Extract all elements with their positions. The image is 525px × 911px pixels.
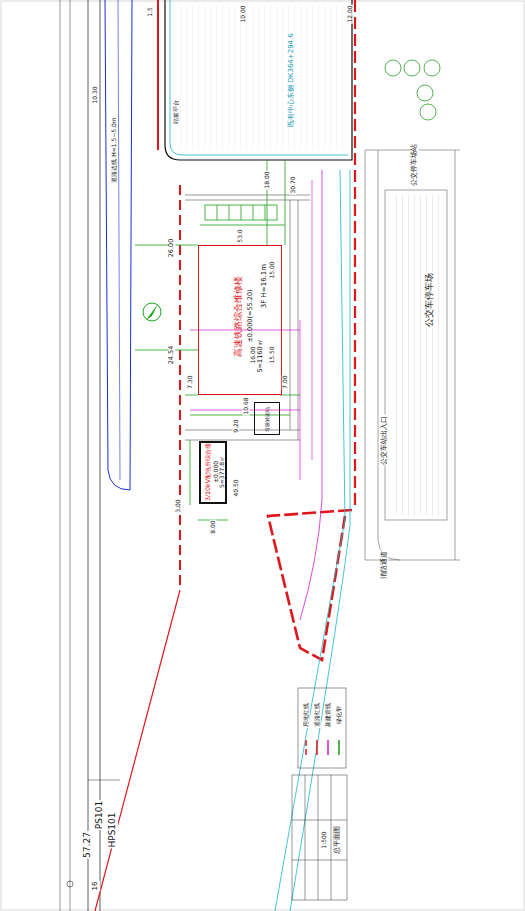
plan-label: 公交车停车场 <box>425 272 435 328</box>
plan-label: 40.50 <box>233 478 240 497</box>
plan-label: 12.00 <box>347 4 354 23</box>
plan-label: 道路边线 H=1.5~5.0m <box>111 116 118 183</box>
building-label: ±0.000(=55.20) <box>247 288 254 343</box>
plan-label: 1:500 <box>321 830 328 849</box>
plan-label: 公交车站出入口 <box>381 415 388 466</box>
legend-sample <box>338 740 340 755</box>
building-box: 3/10kV配电所综合楼±0.000S=377.8㎡ <box>200 439 226 505</box>
plan-label: 9.20 <box>233 418 240 433</box>
building-box: 垃圾转运站 <box>254 402 280 435</box>
plan-label: 站前平台 <box>173 99 180 125</box>
plan-label: 1.5 <box>147 6 154 18</box>
plan-label: 16 <box>92 881 100 892</box>
plan-label: 57.27 <box>83 831 93 859</box>
building-label: 3F H=16.1m <box>261 263 269 309</box>
legend-text: 道路红线 <box>314 702 321 728</box>
plan-label: 消防通道 <box>381 550 388 580</box>
building-label: S=377.8㎡ <box>219 455 226 489</box>
plan-label: 53.0 <box>237 228 244 243</box>
plan-label: 18.00 <box>264 170 271 189</box>
legend-sample <box>327 740 329 755</box>
plan-label: 24.54 <box>168 345 175 366</box>
plan-label: 10.68 <box>243 396 250 415</box>
plan-label: 15.00 <box>269 260 276 279</box>
building-label: 高速铁路综合维修楼 <box>234 275 244 358</box>
building-label: 垃圾转运站 <box>265 406 271 433</box>
plan-label: 10.30 <box>92 85 99 104</box>
plan-label: 8.00 <box>210 519 217 534</box>
plan-label: 15.50 <box>269 345 276 364</box>
plan-label: 总平面图 <box>334 825 342 855</box>
legend-text: 用地红线 <box>303 702 310 728</box>
legend-text: 绿化带 <box>336 705 343 725</box>
building-label: 3/10kV配电所综合楼 <box>205 442 212 502</box>
plan-label: 公交停车场站 <box>411 143 419 187</box>
legend-sample <box>316 740 318 755</box>
plan-label: 10.00 <box>240 4 247 23</box>
legend-text: 新建管线 <box>325 702 332 728</box>
plan-label: HPS101 <box>108 811 118 848</box>
plan-label: 30.70 <box>290 175 297 194</box>
building-label: S=1160㎡ <box>257 338 264 373</box>
plan-label: 3.00 <box>175 498 182 513</box>
plan-label: 7.00 <box>282 374 289 389</box>
plan-label: PS101 <box>95 800 105 830</box>
plan-label: 16.00 <box>250 345 257 364</box>
legend-sample <box>305 740 307 755</box>
plan-label: 26.00 <box>168 238 175 259</box>
plan-label: 既有中心东侧 DK364+294.6 <box>288 32 296 127</box>
plan-label: 7.30 <box>187 374 194 389</box>
